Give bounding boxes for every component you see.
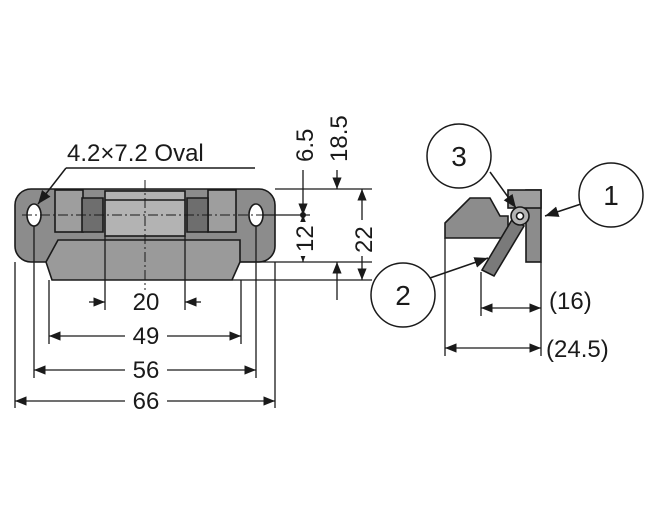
callout-2: 2 (395, 280, 411, 311)
side-view (444, 189, 542, 278)
dim-24-5: (24.5) (546, 336, 609, 363)
callouts (370, 123, 644, 328)
left-tab (54, 189, 84, 233)
side-horizontal-dims (444, 238, 542, 356)
dim-18-5: 18.5 (326, 115, 353, 162)
dim-22: 22 (351, 226, 378, 253)
bracket-top (507, 189, 542, 209)
hole-size-label: 4.2×7.2 Oval (67, 140, 204, 167)
callout-circle-2 (370, 262, 436, 328)
dim-6-5: 6.5 (292, 129, 319, 162)
catch-flange (45, 239, 241, 281)
callout-3: 3 (451, 141, 467, 172)
hole-label-group: 4.2×7.2 Oval (37, 140, 255, 205)
callout-circle-1 (578, 162, 644, 228)
left-clip (81, 197, 104, 233)
dim-66: 66 (133, 388, 160, 415)
callout-circle-3 (426, 123, 492, 189)
front-horizontal-dims (14, 226, 276, 408)
catch-body (444, 197, 509, 239)
dim-49: 49 (133, 323, 160, 350)
dim-16: (16) (549, 288, 592, 315)
right-tab (207, 189, 237, 233)
callout-1: 1 (603, 180, 619, 211)
dim-56: 56 (133, 357, 160, 384)
dim-20: 20 (133, 289, 160, 316)
dim-12: 12 (292, 225, 319, 252)
front-center-lines (22, 180, 300, 290)
